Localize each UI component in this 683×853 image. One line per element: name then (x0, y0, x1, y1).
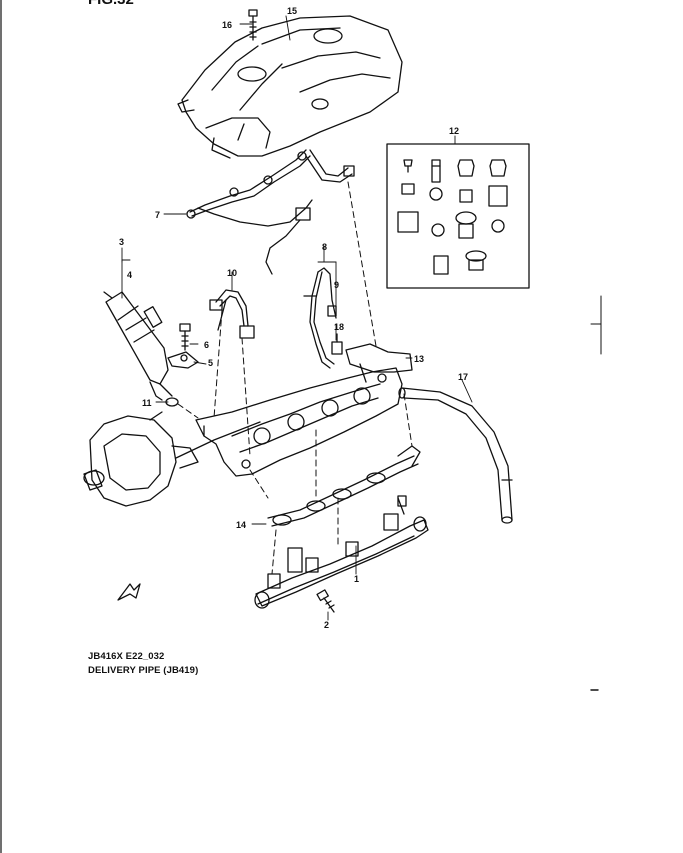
callout-6: 6 (204, 340, 209, 350)
figure-title: FIG.32 (88, 0, 134, 8)
cylinder-head-cover (177, 15, 403, 159)
bolt-2 (316, 589, 335, 613)
bolt-16 (248, 9, 258, 41)
callout-1: 1 (354, 574, 359, 584)
pipe-9 (303, 267, 337, 369)
callout-2: 2 (324, 620, 329, 630)
alignment-lines (177, 181, 413, 575)
callout-5: 5 (208, 358, 213, 368)
injector-clamp-5 (167, 351, 199, 369)
delivery-pipe-1 (254, 495, 429, 609)
callout-3: 3 (119, 237, 124, 247)
injection-pipe-10 (209, 289, 255, 339)
callout-11: 11 (142, 398, 152, 408)
callout-labels: 15 16 7 3 4 10 8 9 18 6 5 11 12 13 17 14… (119, 6, 468, 630)
callout-10: 10 (227, 268, 237, 278)
callout-12: 12 (449, 126, 459, 136)
high-pressure-pump (83, 411, 261, 507)
diagram-code: JB416X E22_032 (88, 651, 165, 662)
callout-14: 14 (236, 520, 246, 530)
callout-18: 18 (334, 322, 344, 332)
front-direction-arrow (117, 583, 141, 601)
callout-16: 16 (222, 20, 232, 30)
manifold-bracket-13 (195, 343, 413, 477)
clamp-bolt-6 (179, 323, 191, 351)
kit-12-box (386, 143, 530, 289)
callout-4: 4 (127, 270, 132, 280)
callout-7: 7 (155, 210, 160, 220)
callout-8: 8 (322, 242, 327, 252)
diagram-title: DELIVERY PIPE (JB419) (88, 665, 199, 676)
gasket-14 (267, 445, 421, 527)
callout-17: 17 (458, 372, 468, 382)
callout-15: 15 (287, 6, 297, 16)
callout-13: 13 (414, 354, 424, 364)
hose-17 (398, 387, 513, 524)
callout-9: 9 (334, 280, 339, 290)
injector-3 (103, 291, 179, 407)
leader-lines (121, 15, 473, 621)
return-pipe-7 (186, 149, 355, 275)
clip-18 (331, 333, 343, 355)
